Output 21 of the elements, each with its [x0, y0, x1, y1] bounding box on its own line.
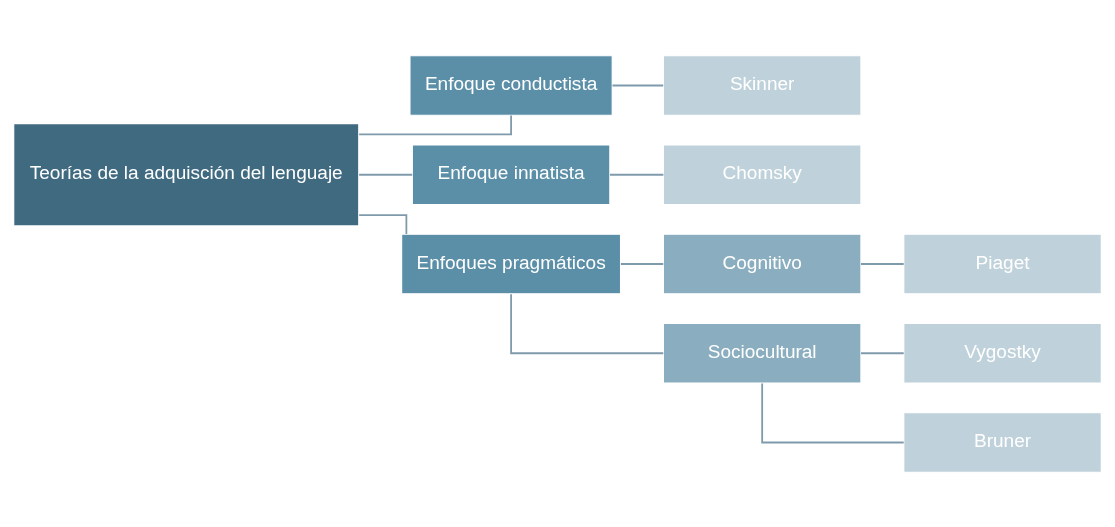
node-box: Teorías de la adquisción del lenguaje: [13, 122, 360, 226]
connector: [611, 84, 665, 86]
connector: [358, 213, 408, 235]
node-box: Skinner: [662, 54, 862, 116]
node-box: Enfoques pragmáticos: [401, 233, 622, 294]
connector: [358, 114, 512, 135]
node-box: Sociocultural: [662, 322, 862, 384]
node-box: Bruner: [903, 411, 1102, 473]
connector: [619, 262, 665, 265]
node-box: Vygostky: [903, 322, 1102, 384]
connector: [761, 382, 905, 443]
connector: [510, 292, 665, 354]
connector: [860, 262, 905, 265]
connector: [358, 173, 414, 176]
node-box: Chomsky: [662, 143, 862, 205]
node-box: Cognitivo: [662, 233, 862, 294]
node-box: Piaget: [903, 233, 1102, 294]
connector: [860, 351, 905, 354]
connector: [609, 173, 665, 176]
node-box: Enfoque conductista: [409, 54, 613, 116]
node-box: Enfoque innatista: [411, 143, 611, 205]
